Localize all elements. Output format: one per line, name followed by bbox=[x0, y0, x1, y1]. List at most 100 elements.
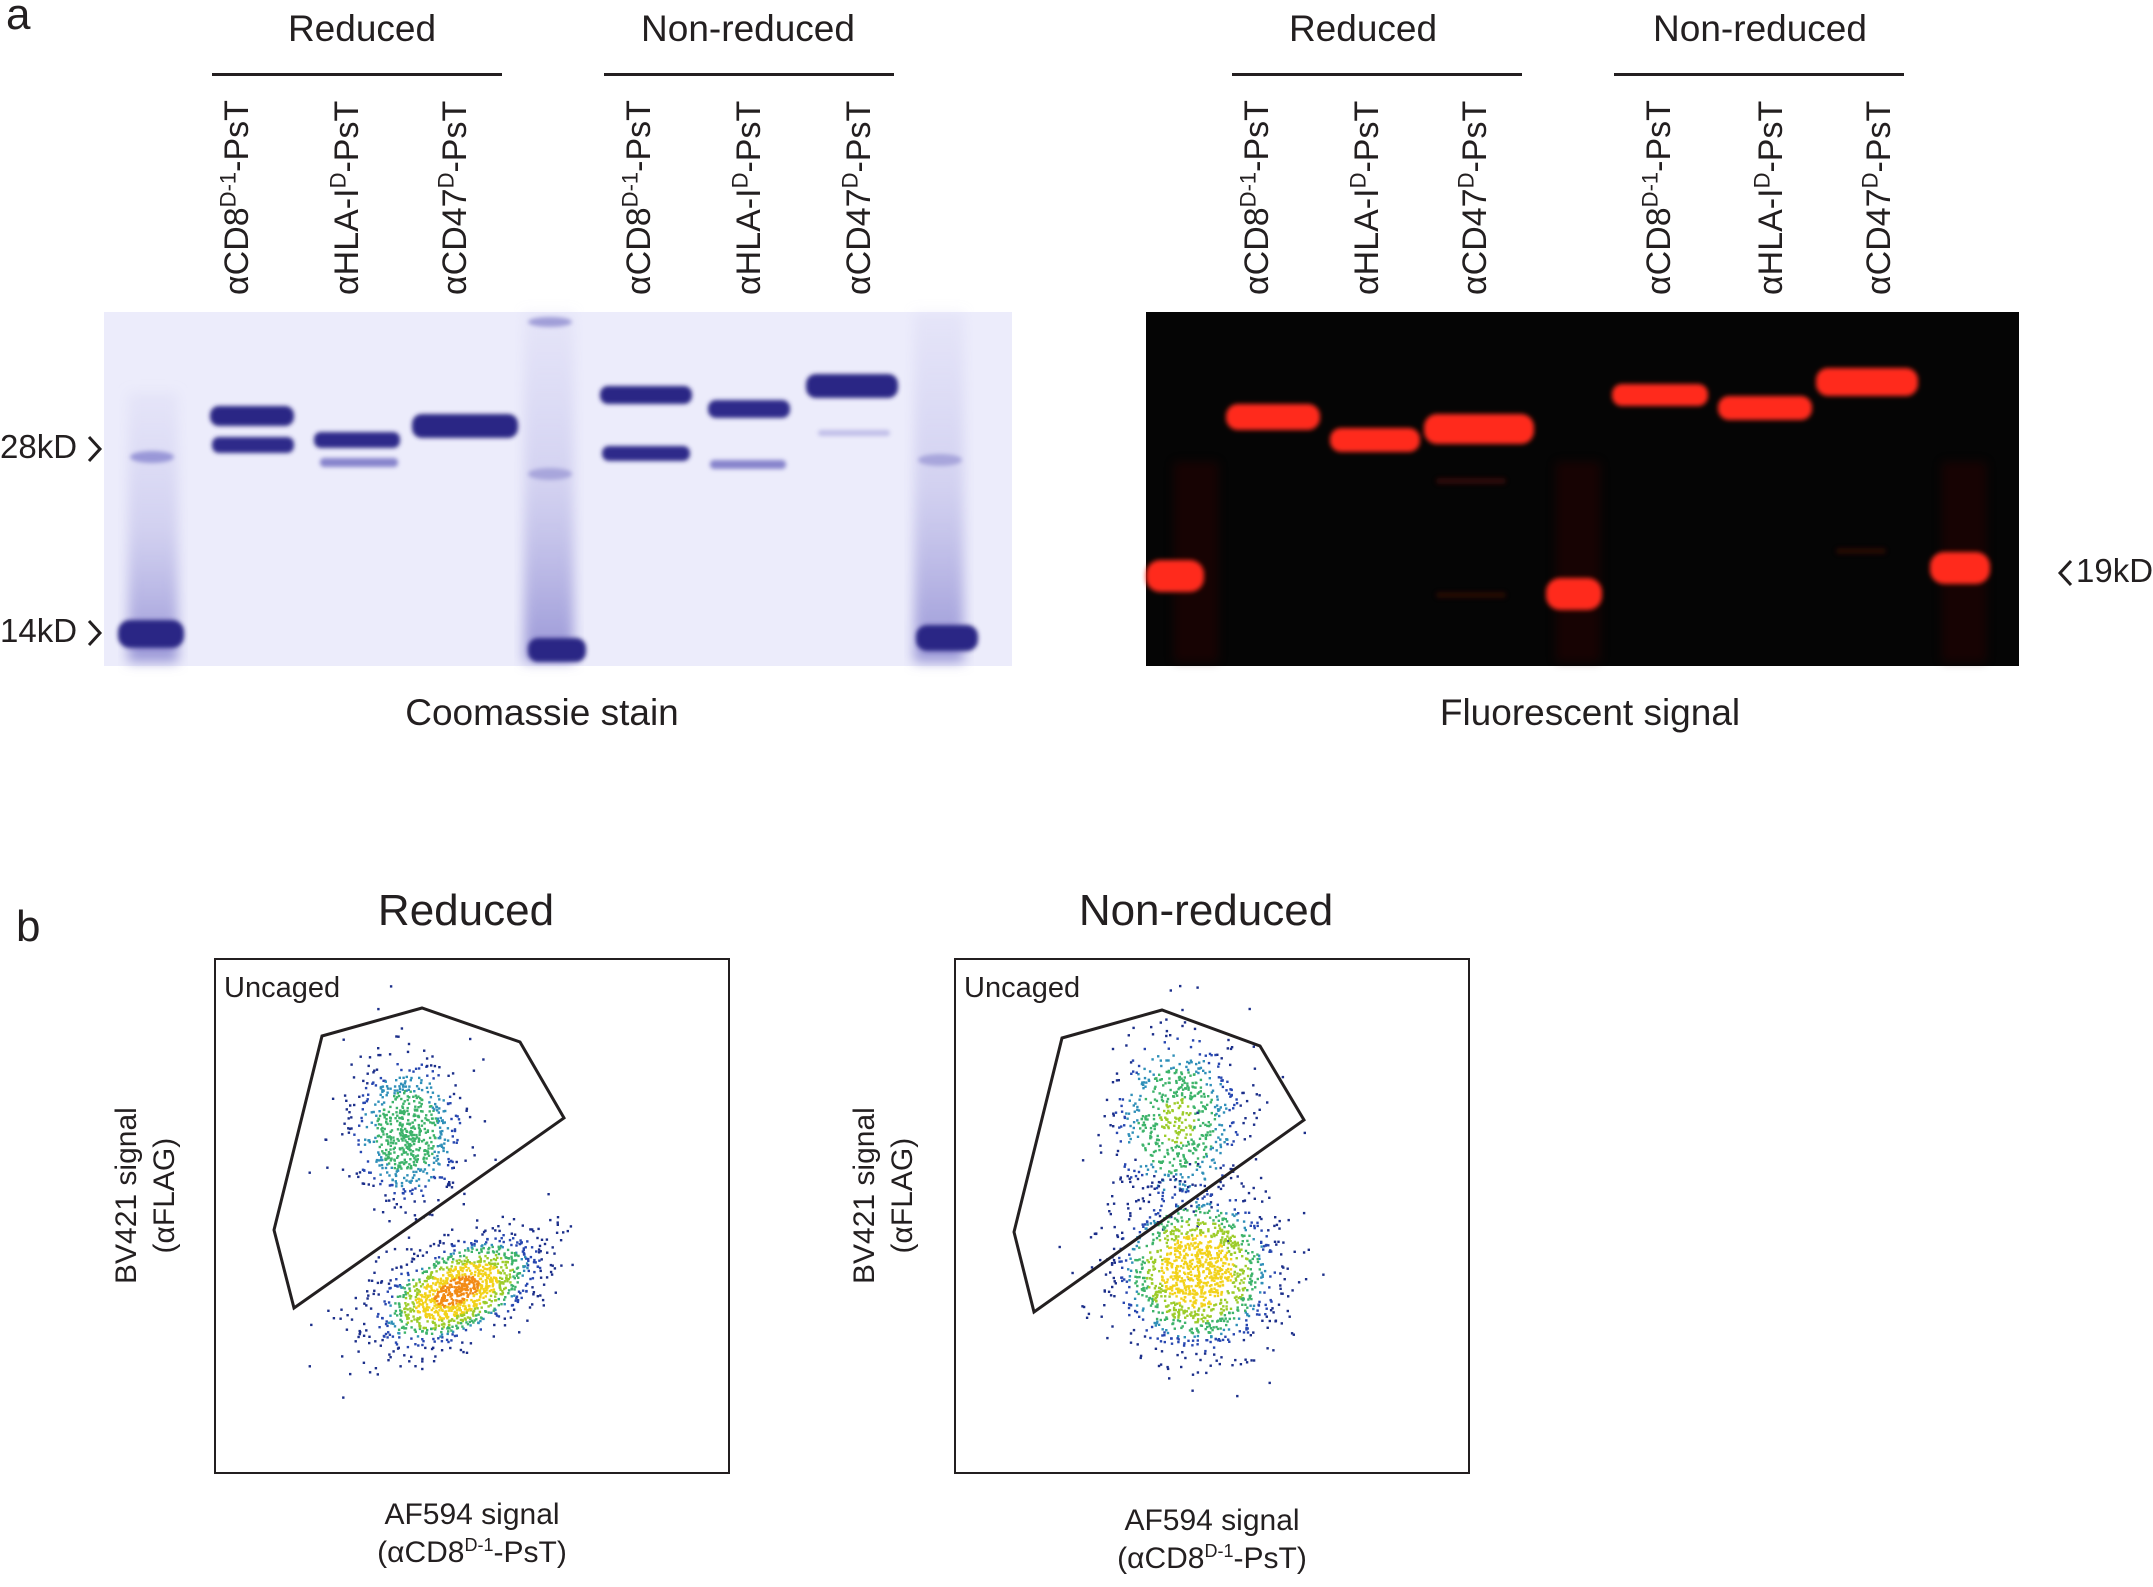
coomassie-lane-4-name: αCD8 bbox=[620, 207, 658, 295]
flow-population-2-1 bbox=[1081, 984, 1285, 1281]
coomassie-band-lane2-faint bbox=[320, 458, 398, 467]
fluorescent-gel bbox=[1146, 312, 2019, 666]
flow-x-axis-line2-sup-1: D-1 bbox=[464, 1534, 494, 1555]
fluorescent-caption: Fluorescent signal bbox=[1439, 692, 1741, 733]
flow-x-axis-title-1: AF594 signal(αCD8D-1-PsT) bbox=[272, 1496, 672, 1571]
coomassie-band-lane5-faint bbox=[710, 460, 786, 469]
marker-14kd: 14kD bbox=[0, 612, 103, 650]
fluor-lane-5-name: αHLA-I bbox=[1752, 188, 1790, 295]
coomassie-lane-6-suffix: -PsT bbox=[840, 100, 878, 173]
flow-x-axis-line2-sup-2: D-1 bbox=[1204, 1540, 1234, 1561]
flow-x-axis-line2-tail-2: -PsT) bbox=[1233, 1541, 1307, 1575]
marker-28kd: 28kD bbox=[0, 428, 103, 466]
fluor-lane-label-4: αCD8D-1-PsT bbox=[1637, 100, 1679, 295]
flow-x-axis-title-2: AF594 signal (αCD8D-1-PsT) bbox=[1012, 1502, 1412, 1577]
fluor-lane-label-2: αHLA-ID-PsT bbox=[1346, 101, 1387, 295]
fluor-group-nonreduced: Non-reduced bbox=[1653, 8, 1867, 49]
fluor-group-reduced-line bbox=[1232, 73, 1522, 76]
flow-population-1-2 bbox=[308, 1193, 574, 1399]
fluor-lane-5-suffix: -PsT bbox=[1752, 100, 1790, 173]
coomassie-lane-4-superscript: D-1 bbox=[617, 171, 643, 208]
flow-plot-title-2: Non-reduced bbox=[1078, 886, 1334, 935]
fluor-lane-1-suffix: -PsT bbox=[1238, 100, 1276, 172]
flow-y-axis-line1-1: BV421 signal bbox=[110, 1107, 143, 1284]
flow-y-axis-line2-2: (αFLAG) bbox=[885, 1137, 919, 1254]
coomassie-band-lane4-light bbox=[602, 446, 690, 461]
coomassie-lane-label-6: αCD47D-PsT bbox=[837, 100, 879, 295]
coomassie-lane-5-name: αHLA-I bbox=[730, 188, 768, 295]
gate-label-1: Uncaged bbox=[224, 972, 341, 1004]
fluor-band-lane5 bbox=[1718, 396, 1812, 420]
flow-population-2-2 bbox=[1058, 1111, 1325, 1398]
flow-x-axis-line1-1: AF594 signal bbox=[384, 1498, 560, 1531]
coomassie-lane-3-suffix: -PsT bbox=[436, 100, 474, 173]
marker-28kd-label: 28kD bbox=[0, 428, 78, 465]
fluor-ladder-2 bbox=[1546, 578, 1602, 610]
coomassie-lane-3-name: αCD47 bbox=[436, 188, 474, 295]
coomassie-group-reduced: Reduced bbox=[287, 8, 437, 49]
fluor-band-lane4 bbox=[1612, 384, 1708, 406]
fluor-lane-3-name: αCD47 bbox=[1456, 188, 1494, 295]
coomassie-lane-5-superscript: D bbox=[727, 172, 753, 189]
fluor-lane-1-superscript: D-1 bbox=[1235, 171, 1261, 208]
coomassie-lane-1-suffix: -PsT bbox=[218, 100, 256, 172]
flow-scatter-1 bbox=[272, 985, 574, 1399]
flow-x-axis-line2-1: (αCD8D-1-PsT) bbox=[272, 1534, 672, 1572]
fluor-lane-3-superscript: D bbox=[1453, 172, 1479, 189]
fluor-ladder-1 bbox=[1146, 560, 1204, 592]
flow-x-axis-line2-base-1: (αCD8 bbox=[377, 1535, 465, 1569]
fluor-lane-4-name: αCD8 bbox=[1640, 207, 1678, 295]
marker-19kd-arrow bbox=[2057, 559, 2073, 587]
uncaged-gate-1 bbox=[272, 1006, 566, 1311]
fluor-lane-6-superscript: D bbox=[1857, 172, 1883, 189]
coomassie-caption: Coomassie stain bbox=[405, 692, 679, 733]
coomassie-lane-1-superscript: D-1 bbox=[215, 171, 241, 208]
fluor-lane-label-1: αCD8D-1-PsT bbox=[1235, 100, 1277, 295]
fluor-group-nonreduced-line bbox=[1614, 73, 1904, 76]
coomassie-gel bbox=[104, 312, 1012, 666]
fluor-lane-4-superscript: D-1 bbox=[1637, 171, 1663, 208]
flow-plot-title-1: Reduced bbox=[377, 886, 555, 935]
fluor-lane-1-name: αCD8 bbox=[1238, 207, 1276, 295]
flow-y-axis-title-2: BV421 signal(αFLAG) bbox=[846, 1107, 921, 1284]
panel-a-letter: a bbox=[6, 0, 31, 39]
fluor-band-lane6 bbox=[1816, 368, 1918, 396]
flow-x-axis-line2-base-2: (αCD8 bbox=[1117, 1541, 1205, 1575]
coomassie-ladder-1 bbox=[118, 392, 184, 662]
flow-scatter-2 bbox=[1012, 984, 1325, 1398]
flow-population-1-1 bbox=[308, 985, 497, 1251]
coomassie-band-lane6-faint bbox=[818, 430, 890, 436]
marker-19kd-label: 19kD bbox=[2076, 552, 2153, 589]
coomassie-lane-4-suffix: -PsT bbox=[620, 100, 658, 172]
flow-x-axis-line2-tail-1: -PsT) bbox=[493, 1535, 567, 1569]
coomassie-band-lane1-light bbox=[212, 437, 294, 453]
coomassie-lane-1-name: αCD8 bbox=[218, 207, 256, 295]
coomassie-lane-2-suffix: -PsT bbox=[328, 100, 366, 173]
coomassie-group-reduced-line bbox=[212, 73, 502, 76]
flow-y-axis-line2-1: (αFLAG) bbox=[147, 1137, 181, 1254]
gate-label-2: Uncaged bbox=[964, 972, 1081, 1004]
fluor-lane-6-suffix: -PsT bbox=[1860, 100, 1898, 173]
coomassie-ladder-3 bbox=[914, 312, 978, 662]
marker-28kd-arrow bbox=[87, 435, 103, 463]
flow-x-axis-line1-2: AF594 signal bbox=[1124, 1504, 1300, 1537]
coomassie-lane-2-name: αHLA-I bbox=[328, 188, 366, 295]
coomassie-lane-2-superscript: D bbox=[325, 172, 351, 189]
coomassie-lane-label-4: αCD8D-1-PsT bbox=[617, 100, 659, 295]
coomassie-lane-6-superscript: D bbox=[837, 172, 863, 189]
coomassie-lane-6-name: αCD47 bbox=[840, 188, 878, 295]
fluor-lane-2-name: αHLA-I bbox=[1348, 188, 1386, 295]
coomassie-band-lane4-heavy bbox=[600, 386, 692, 404]
fluor-lane-3-suffix: -PsT bbox=[1456, 100, 1494, 173]
coomassie-band-lane5-main bbox=[708, 400, 790, 418]
marker-14kd-label: 14kD bbox=[0, 612, 78, 649]
coomassie-lane-label-1: αCD8D-1-PsT bbox=[215, 100, 257, 295]
fluor-group-reduced: Reduced bbox=[1288, 8, 1438, 49]
flow-y-axis-line1-2: BV421 signal bbox=[848, 1107, 881, 1284]
uncaged-gate-2 bbox=[1012, 1008, 1306, 1315]
fluor-lane-6-name: αCD47 bbox=[1860, 188, 1898, 295]
fluor-lane-4-suffix: -PsT bbox=[1640, 100, 1678, 172]
coomassie-band-lane2-main bbox=[314, 432, 400, 448]
coomassie-group-nonreduced-line bbox=[604, 73, 894, 76]
coomassie-lane-5-suffix: -PsT bbox=[730, 100, 768, 173]
